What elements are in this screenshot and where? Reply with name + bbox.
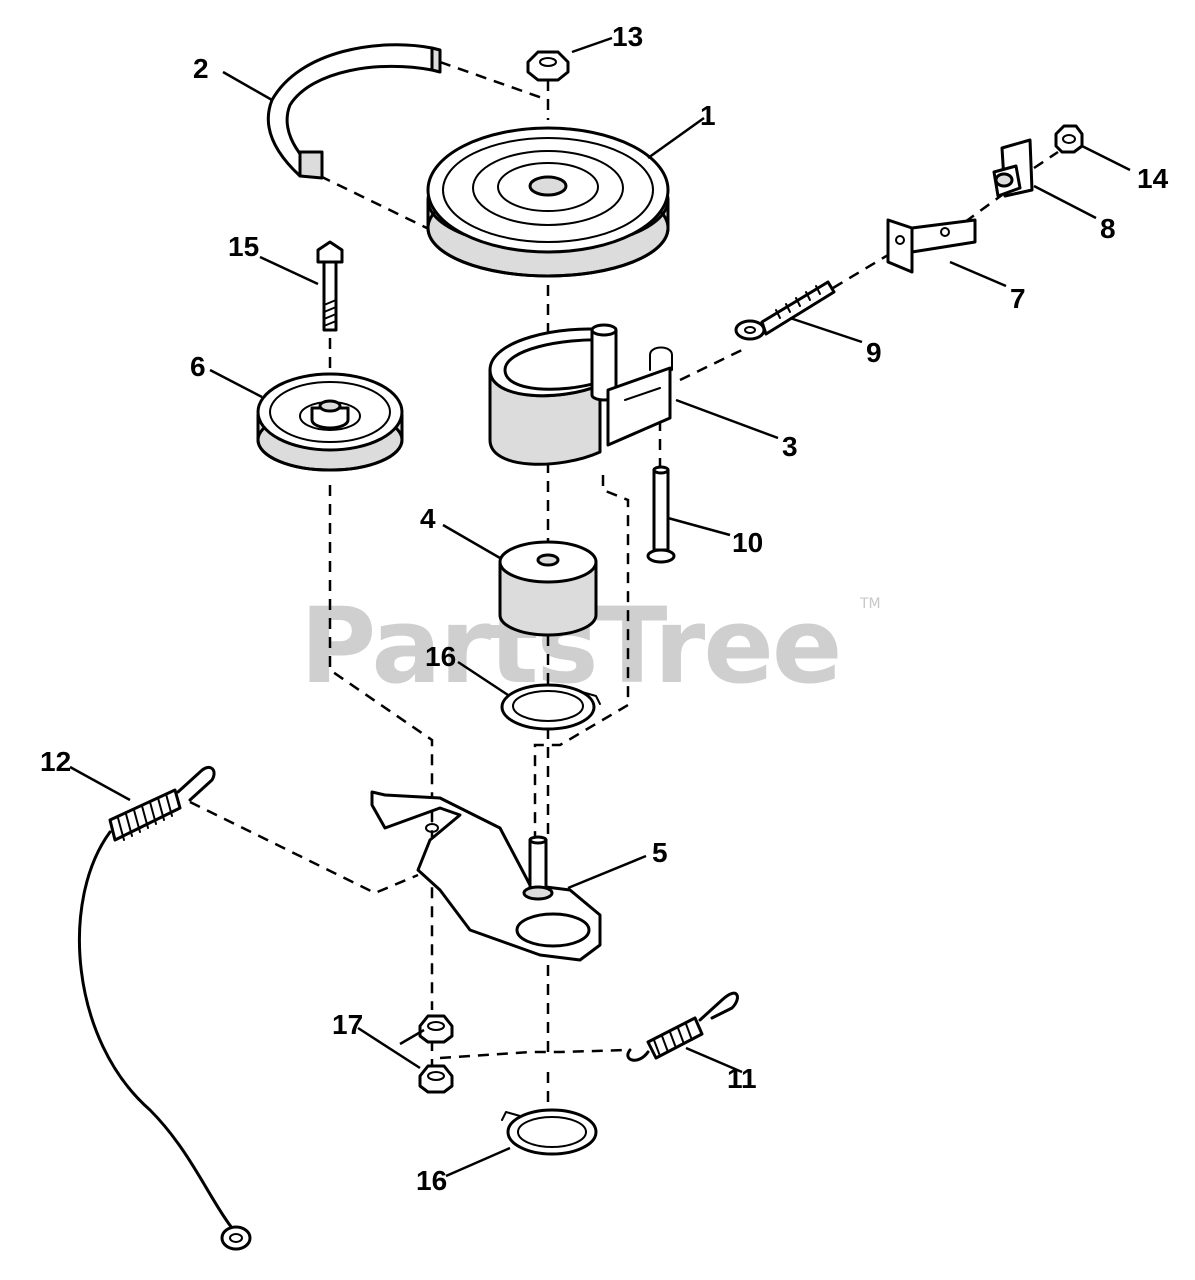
retaining-ring-lower [501,1108,598,1156]
callout-9: 9 [866,337,882,368]
bolt-15 [316,240,344,332]
callout-2: 2 [193,53,209,84]
callout-6: 6 [190,351,206,382]
callout-10: 10 [732,527,763,558]
spacer [498,540,598,637]
eye-bolt [734,280,836,341]
callout-15: 15 [228,231,259,262]
l-bracket [886,218,977,274]
watermark-trademark: TM [859,596,881,612]
belt-guard [266,43,442,180]
callout-1: 1 [700,100,716,131]
nuts-17 [418,1014,454,1094]
retaining-ring-upper [500,683,601,731]
callout-13: 13 [612,21,643,52]
callout-7: 7 [1010,283,1026,314]
idler-arm [370,790,602,962]
callout-8: 8 [1100,213,1116,244]
leader-lines [69,36,1131,1178]
pulley-large [426,126,670,278]
callout-4: 4 [420,503,436,534]
ferrule [992,138,1034,198]
callout-3: 3 [782,431,798,462]
callout-16-upper: 16 [425,641,456,672]
callout-labels: 1 2 3 4 5 6 7 8 9 10 11 12 13 14 15 16 1… [40,21,1169,1196]
pivot-pin [646,465,676,564]
pulley-small [256,372,404,472]
callout-5: 5 [652,837,668,868]
nut-13 [526,50,570,82]
callout-17: 17 [332,1009,363,1040]
nut-14 [1054,124,1084,154]
cable-with-spring [78,766,252,1251]
idler-bracket [488,323,673,466]
spring-11 [626,991,739,1062]
callout-14: 14 [1137,163,1169,194]
callout-11: 11 [727,1063,757,1094]
callout-16-lower: 16 [416,1165,447,1196]
callout-12: 12 [40,746,71,777]
